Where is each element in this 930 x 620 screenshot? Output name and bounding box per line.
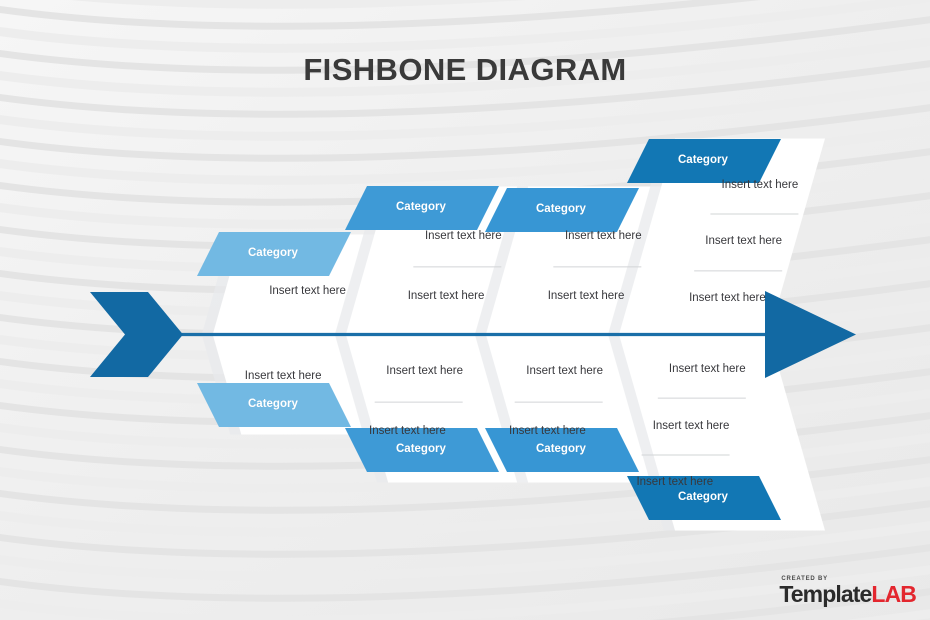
logo-lab-text: LAB <box>871 581 916 607</box>
templatelab-logo: CREATED BY TemplateLAB <box>779 576 917 607</box>
category-shape <box>627 139 781 183</box>
logo-created-by: CREATED BY <box>781 576 828 582</box>
category-label-branch-3-top[interactable]: Category <box>536 203 586 215</box>
tail-chevron-icon <box>90 292 183 377</box>
note-text[interactable]: Insert text here <box>652 419 730 432</box>
category-shape <box>197 232 351 276</box>
category-label-branch-3-bottom[interactable]: Category <box>536 443 586 455</box>
category-shape <box>627 476 781 520</box>
note-text[interactable]: Insert text here <box>547 290 625 303</box>
note-text[interactable]: Insert text here <box>705 235 782 248</box>
note-text[interactable]: Insert text here <box>526 364 604 377</box>
page-title: FISHBONE DIAGRAM <box>303 52 627 87</box>
category-label-branch-4-bottom[interactable]: Category <box>678 491 728 503</box>
category-shape <box>485 188 639 232</box>
note-separators <box>374 213 799 456</box>
category-label-branch-2-bottom[interactable]: Category <box>396 443 446 455</box>
note-text[interactable]: Insert text here <box>386 364 464 377</box>
note-text[interactable]: Insert text here <box>424 229 502 242</box>
category-label-branch-2-top[interactable]: Category <box>396 201 446 213</box>
category-label-branch-4-top[interactable]: Category <box>678 154 728 166</box>
category-label-branch-1-bottom[interactable]: Category <box>248 398 298 410</box>
note-text[interactable]: Insert text here <box>509 425 586 438</box>
category-shapes <box>197 139 781 520</box>
category-shape <box>485 428 639 472</box>
category-shape <box>345 186 499 230</box>
logo-template-text: Template <box>779 581 872 607</box>
note-text[interactable]: Insert text here <box>407 290 485 303</box>
logo-wordmark: TemplateLAB <box>779 581 917 607</box>
note-text[interactable]: Insert text here <box>564 229 642 242</box>
note-text[interactable]: Insert text here <box>689 292 766 305</box>
category-label-branch-1-top[interactable]: Category <box>248 247 298 259</box>
head-arrow-icon <box>765 291 856 378</box>
category-shape <box>345 428 499 472</box>
note-text[interactable]: Insert text here <box>269 284 346 297</box>
note-text[interactable]: Insert text here <box>721 178 799 191</box>
note-text[interactable]: Insert text here <box>244 370 322 383</box>
note-text[interactable]: Insert text here <box>636 476 714 489</box>
note-text[interactable]: Insert text here <box>668 362 746 375</box>
note-text[interactable]: Insert text here <box>369 425 446 438</box>
category-shape <box>197 383 351 427</box>
